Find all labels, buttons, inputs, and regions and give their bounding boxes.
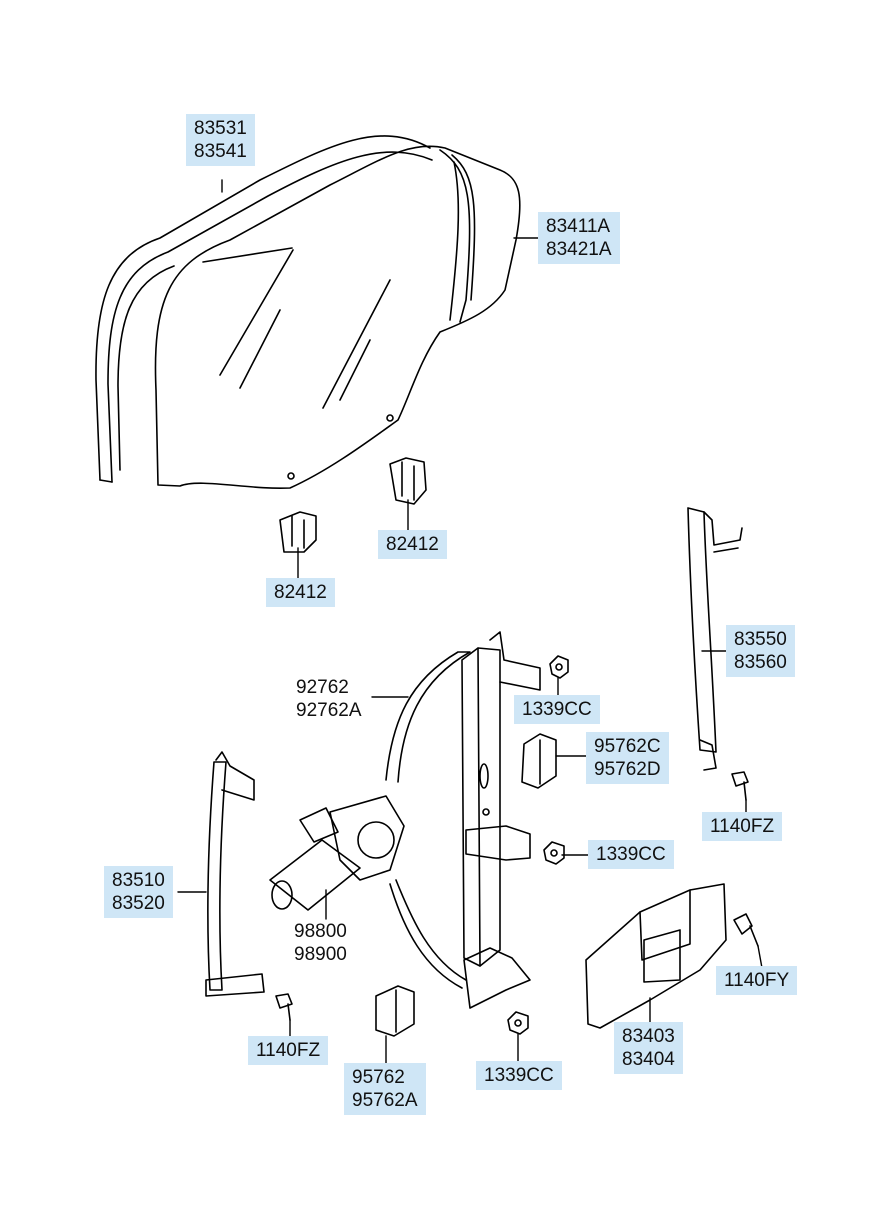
callout-line: 1339CC (484, 1065, 554, 1086)
nut-mid (543, 841, 565, 865)
callout-line: 98900 (294, 944, 347, 965)
callout-line: 92762A (296, 700, 362, 721)
callout-82412-right: 82412 (378, 530, 447, 559)
regulator-mounting-plate (585, 883, 727, 1029)
run-channel-weatherstrip (95, 135, 433, 483)
callout-1339CC-mid: 1339CC (588, 840, 674, 869)
connector-bracket-95762 (375, 985, 415, 1037)
callout-line: 83404 (622, 1049, 675, 1070)
bolt-1140FY (733, 913, 759, 947)
regulator-assembly (269, 631, 541, 1009)
callout-83550: 83550 83560 (726, 625, 795, 677)
callout-line: 83421A (546, 239, 612, 260)
door-glass (154, 145, 521, 490)
callout-line: 1339CC (522, 699, 592, 720)
callout-1339CC-top: 1339CC (514, 695, 600, 724)
rear-channel-rail (687, 507, 743, 771)
leader-lines (177, 179, 763, 1067)
callout-line: 1339CC (596, 844, 666, 865)
callout-line: 98800 (294, 921, 347, 942)
callout-line: 83510 (112, 870, 165, 891)
callout-95762: 95762 95762A (344, 1063, 426, 1115)
callout-92762: 92762 92762A (288, 673, 370, 725)
callout-line: 83531 (194, 118, 247, 139)
callout-1140FY: 1140FY (716, 966, 798, 995)
callout-line: 83411A (546, 216, 611, 237)
callout-line: 95762D (594, 759, 661, 780)
callout-line: 1140FY (724, 970, 790, 991)
callout-83411A: 83411A 83421A (538, 212, 620, 264)
callout-1140FZ-left: 1140FZ (248, 1036, 329, 1065)
connector-bracket-95762C (521, 733, 557, 789)
callout-line: 1140FZ (256, 1040, 321, 1061)
callout-83403: 83403 83404 (614, 1022, 683, 1074)
callout-line: 95762 (352, 1067, 405, 1088)
nut-bot (507, 1011, 529, 1035)
callout-82412-left: 82412 (266, 578, 335, 607)
callout-line: 95762A (352, 1090, 418, 1111)
callout-line: 82412 (386, 534, 439, 555)
callout-line: 92762 (296, 677, 349, 698)
callout-line: 83520 (112, 893, 165, 914)
callout-line: 1140FZ (710, 816, 775, 837)
glass-clip-left (279, 511, 317, 553)
callout-95762C: 95762C 95762D (586, 732, 669, 784)
callout-line: 83541 (194, 141, 247, 162)
callout-line: 83403 (622, 1026, 675, 1047)
front-channel-rail (205, 751, 265, 997)
nut-top (549, 655, 569, 679)
callout-line: 83550 (734, 629, 787, 650)
callout-83531: 83531 83541 (186, 114, 255, 166)
callout-line: 95762C (594, 736, 661, 757)
callout-1140FZ-right: 1140FZ (702, 812, 783, 841)
callout-1339CC-bot: 1339CC (476, 1061, 562, 1090)
callout-line: 82412 (274, 582, 327, 603)
bolt-left-1140FZ (275, 993, 293, 1021)
glass-clip-right (389, 457, 427, 505)
callout-line: 83560 (734, 652, 787, 673)
callout-83510: 83510 83520 (104, 866, 173, 918)
bolt-right-1140FZ (731, 771, 749, 801)
callout-98800: 98800 98900 (286, 917, 355, 969)
